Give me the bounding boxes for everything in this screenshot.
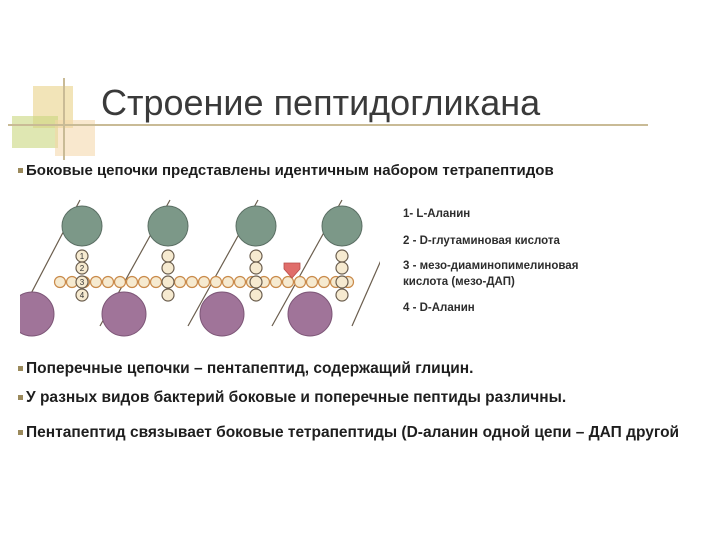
cross-bridge-bead <box>101 275 115 289</box>
cross-bridge-bead <box>149 275 163 289</box>
bullet-species: У разных видов бактерий боковые и попере… <box>18 389 566 407</box>
lower-sugar-circle <box>287 291 333 337</box>
side-chain-bead <box>75 275 89 289</box>
residue-number-1: 1 <box>80 252 85 261</box>
cross-bridge-bead <box>197 275 211 289</box>
peptidoglycan-diagram: 1 2 3 4 <box>20 199 380 337</box>
cross-bridge-bead <box>317 275 331 289</box>
legend-item-3-line-2: кислота (мезо-ДАП) <box>403 276 515 288</box>
upper-sugar-circle <box>235 205 277 247</box>
legend-item-4: 4 - D-Аланин <box>403 302 475 314</box>
lower-sugar-circle <box>20 291 55 337</box>
cross-bridge-bead <box>305 275 319 289</box>
cross-bridge-bead <box>125 275 139 289</box>
cross-bridge-bead <box>269 275 283 289</box>
lower-sugar-circle <box>101 291 147 337</box>
decor-square-peach <box>55 120 95 156</box>
bullet-cross-chains-text: Поперечные цепочки – пентапептид, содерж… <box>26 360 474 377</box>
decor-horizontal-line <box>8 124 648 126</box>
upper-sugar-circle <box>147 205 189 247</box>
cross-bridge-bead <box>137 275 151 289</box>
cross-bridge-bead <box>221 275 235 289</box>
bullet-side-chains-text: Боковые цепочки представлены идентичным … <box>26 162 554 179</box>
cross-bridge-bead <box>293 275 307 289</box>
bullet-side-chains: Боковые цепочки представлены идентичным … <box>18 162 554 179</box>
side-chain-bead <box>161 261 175 275</box>
bullet-marker <box>18 168 23 173</box>
cross-bridge-bead <box>281 275 295 289</box>
legend-item-2: 2 - D-глутаминовая кислота <box>403 235 560 247</box>
upper-sugar-circle <box>321 205 363 247</box>
side-chain-bead <box>249 275 263 289</box>
cross-bridge-bead <box>173 275 187 289</box>
bullet-cross-chains: Поперечные цепочки – пентапептид, содерж… <box>18 360 473 378</box>
side-chain-bead <box>161 275 175 289</box>
residue-number-4: 4 <box>80 291 85 300</box>
slide-title: Строение пептидогликана <box>101 82 541 123</box>
legend-item-3: 3 - мезо-диаминопимелиновая кислота (мез… <box>403 258 578 290</box>
residue-number-2: 2 <box>80 264 85 273</box>
side-chain-bead <box>249 288 263 302</box>
decor-square-green <box>12 116 58 148</box>
bullet-link: Пентапептид связывает боковые тетрапепти… <box>18 422 708 444</box>
cross-bridge-bead <box>209 275 223 289</box>
side-chain-bead <box>75 288 89 302</box>
side-chain-bead <box>161 288 175 302</box>
arrow-icon <box>283 262 301 279</box>
decor-vertical-line <box>63 78 65 160</box>
side-chain-bead <box>249 261 263 275</box>
cross-bridge-bead <box>113 275 127 289</box>
cross-bridge-bead <box>53 275 67 289</box>
upper-sugar-circle <box>61 205 103 247</box>
side-chain-bead <box>249 249 263 263</box>
side-chain-bead <box>161 249 175 263</box>
side-chain-bead <box>335 275 349 289</box>
bullet-link-text: Пентапептид связывает боковые тетрапепти… <box>26 424 680 441</box>
side-chain-bead <box>335 288 349 302</box>
cross-bridge-bead <box>233 275 247 289</box>
side-chain-bead <box>335 261 349 275</box>
bullet-marker <box>18 366 23 371</box>
side-chain-bead <box>75 261 89 275</box>
bullet-marker <box>18 430 23 435</box>
legend-item-1: 1- L-Аланин <box>403 208 471 220</box>
lower-sugar-circle <box>199 291 245 337</box>
glycan-strand-line <box>351 261 380 327</box>
legend-item-3-line-1: 3 - мезо-диаминопимелиновая <box>403 260 579 272</box>
bullet-marker <box>18 395 23 400</box>
side-chain-bead <box>335 249 349 263</box>
bullet-species-text: У разных видов бактерий боковые и попере… <box>26 389 567 406</box>
cross-bridge-bead <box>89 275 103 289</box>
residue-number-3: 3 <box>80 278 85 287</box>
cross-bridge-bead <box>185 275 199 289</box>
